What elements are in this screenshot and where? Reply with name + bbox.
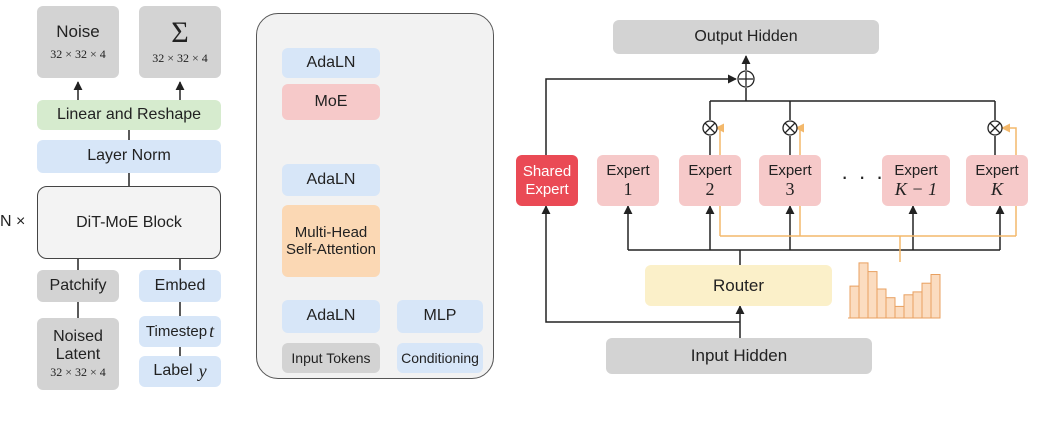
expert-box-k: Expert K [966,155,1028,206]
histogram-bar [858,262,869,319]
output-hidden-box: Output Hidden [613,20,879,54]
label-text: Label [153,362,193,380]
timestep-box: Timestep t [139,316,221,347]
label-box: Label y [139,356,221,387]
adaln-top-box: AdaLN [282,48,380,78]
histogram-bar [867,271,878,319]
histogram-bar [885,297,896,319]
expert-box-3: Expert 3 [759,155,821,206]
shared-expert-box: Shared Expert [516,155,578,206]
histogram-bar [921,282,932,319]
linear-reshape-box: Linear and Reshape [37,100,221,130]
histogram-bar [849,285,860,319]
noise-label: Noise [56,22,100,42]
adaln-bottom-box: AdaLN [282,300,380,333]
noised-latent-dims: 32 × 32 × 4 [50,365,106,380]
shared-expert-line1: Shared [522,163,572,181]
expert-box-k-minus-1: Expert K − 1 [882,155,950,206]
expert-name: Expert [894,161,938,179]
layer-norm-box: Layer Norm [37,140,221,173]
sigma-symbol: Σ [171,16,189,50]
embed-box: Embed [139,270,221,302]
timestep-text: Timestep [145,322,208,340]
histogram-bar [930,274,941,319]
histogram-bar [912,291,923,319]
noise-dims: 32 × 32 × 4 [50,46,106,61]
sigma-box: Σ 32 × 32 × 4 [139,6,221,78]
expert-index: K − 1 [894,178,938,199]
input-tokens-box: Input Tokens [282,343,380,373]
attention-line2: Self-Attention [285,241,377,258]
mlp-box: MLP [397,300,483,333]
expert-box-2: Expert 2 [679,155,741,206]
conditioning-box: Conditioning [397,343,483,373]
histogram-bar [894,305,905,319]
experts-ellipsis: · · · [841,164,886,189]
expert-name: Expert [606,161,650,179]
adaln-mid-box: AdaLN [282,164,380,196]
moe-box: MoE [282,84,380,120]
noise-box: Noise 32 × 32 × 4 [37,6,119,78]
noised-latent-box: Noised Latent 32 × 32 × 4 [37,318,119,390]
attention-line1: Multi-Head [294,223,368,241]
expert-name: Expert [768,161,812,179]
expert-index: 3 [785,178,795,199]
attention-box: Multi-Head Self-Attention [282,205,380,277]
n-times-label: N × [0,213,26,230]
histogram-bar [903,294,914,319]
expert-index: 2 [705,178,715,199]
shared-expert-line2: Expert [525,180,569,198]
label-symbol: y [198,361,207,382]
noised-latent-line2: Latent [55,346,101,364]
expert-index: K [990,178,1003,199]
noised-latent-line1: Noised [53,327,103,345]
input-hidden-box: Input Hidden [606,338,872,374]
router-box: Router [645,265,832,306]
dit-moe-block: DiT-MoE Block [37,186,221,259]
expert-name: Expert [975,161,1019,179]
patchify-box: Patchify [37,270,119,302]
sigma-dims: 32 × 32 × 4 [152,51,208,66]
routing-histogram [849,262,941,319]
histogram-bar [876,288,887,319]
timestep-symbol: t [209,321,215,342]
expert-index: 1 [623,178,633,199]
expert-box-1: Expert 1 [597,155,659,206]
expert-name: Expert [688,161,732,179]
